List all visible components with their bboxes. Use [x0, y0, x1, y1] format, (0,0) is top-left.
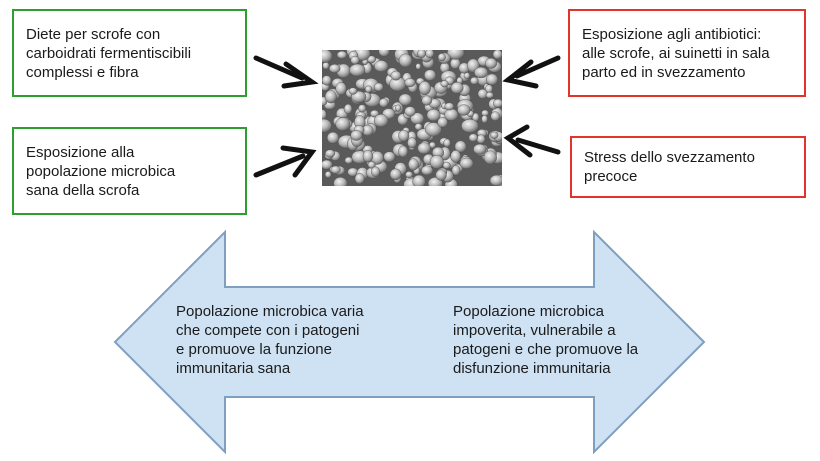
- microbiota-micrograph-image: [322, 50, 502, 186]
- factor-text-weaning-stress: Stress dello svezzamento precoce: [584, 149, 755, 185]
- factor-text-exposure-population: Esposizione alla popolazione microbica s…: [26, 143, 176, 199]
- arrow-diets: [253, 55, 319, 89]
- arrow-weaning-stress: [503, 124, 561, 158]
- outcome-text-healthy: Popolazione microbica varia che compete …: [176, 303, 364, 377]
- double-arrow-body: [113, 229, 706, 455]
- factor-box-antibiotics: Esposizione agli antibiotici: alle scrof…: [568, 9, 806, 97]
- factor-text-diets: Diete per scrofe con carboidrati ferment…: [26, 25, 192, 81]
- factor-box-weaning-stress: Stress dello svezzamento precoce: [570, 136, 806, 198]
- arrow-exposure-population: [253, 145, 317, 178]
- factor-box-exposure-population: Esposizione alla popolazione microbica s…: [12, 127, 247, 215]
- factor-text-antibiotics: Esposizione agli antibiotici: alle scrof…: [582, 25, 770, 81]
- outcome-text-impoverished: Popolazione microbica impoverita, vulner…: [453, 303, 639, 377]
- factor-box-diets: Diete per scrofe con carboidrati ferment…: [12, 9, 247, 97]
- arrow-antibiotics: [502, 55, 561, 89]
